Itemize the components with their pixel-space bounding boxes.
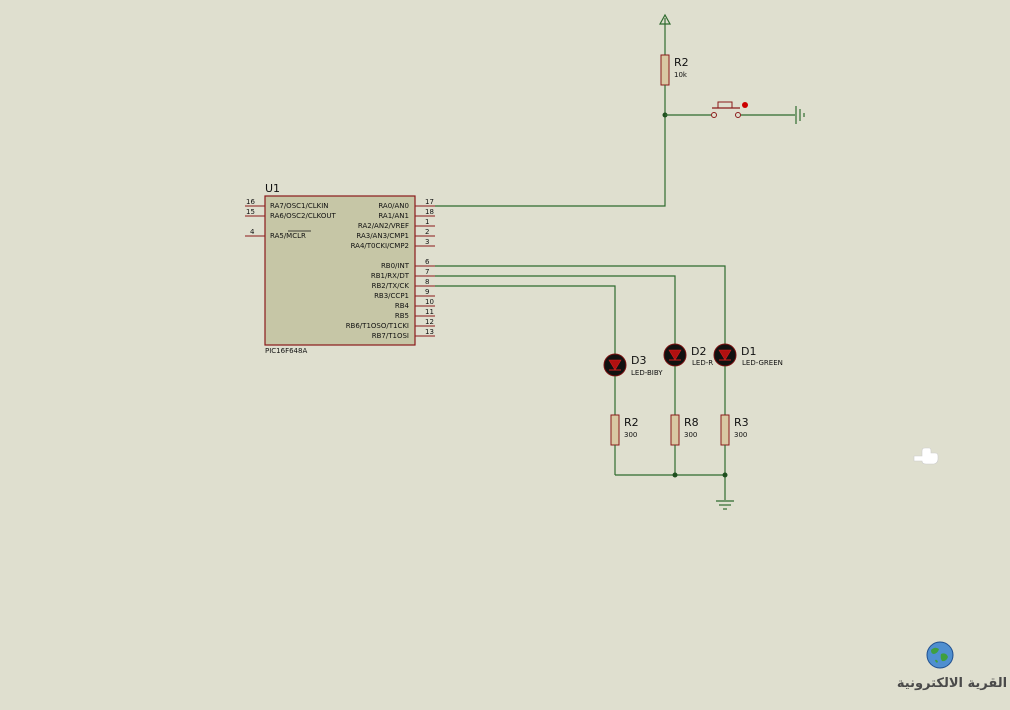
resistor-value: 300 — [684, 431, 697, 439]
pin-name: RA1/AN1 — [378, 212, 409, 220]
left-pin-15[interactable]: 15 RA6/OSC2/CLKOUT — [245, 208, 336, 220]
resistor-r2[interactable]: R2 300 — [610, 414, 639, 446]
globe-logo-icon — [926, 641, 954, 669]
pullup-value: 10k — [674, 71, 688, 79]
left-pin-4[interactable]: 4 RA5/MCLR — [245, 228, 311, 240]
resistor-value: 300 — [734, 431, 747, 439]
pin-number: 17 — [425, 198, 434, 206]
wire-ra0 — [435, 205, 666, 207]
pin-number: 13 — [425, 328, 434, 336]
resistor-r3[interactable]: R3 300 — [720, 414, 749, 446]
resistor-ref: R2 — [624, 416, 639, 429]
pin-name: RB1/RX/DT — [371, 272, 410, 280]
pin-name: RA4/T0CKI/CMP2 — [351, 242, 409, 250]
pin-number: 15 — [246, 208, 255, 216]
resistor-ref: R3 — [734, 416, 749, 429]
pin-name: RA5/MCLR — [270, 232, 306, 240]
led-d3[interactable]: D3 LED-BIBY — [603, 353, 663, 377]
pin-name: RB4 — [395, 302, 410, 310]
pin-number: 12 — [425, 318, 434, 326]
led-ref: D1 — [741, 345, 756, 358]
pin-number: 9 — [425, 288, 429, 296]
chip-part: PIC16F648A — [265, 347, 307, 355]
pin-number: 18 — [425, 208, 434, 216]
pin-number: 16 — [246, 198, 255, 206]
resistor-value: 300 — [624, 431, 637, 439]
pin-name: RB5 — [395, 312, 409, 320]
pin-number: 2 — [425, 228, 429, 236]
hand-cursor-icon — [913, 447, 939, 465]
pin-number: 4 — [250, 228, 255, 236]
right-pin-group: 17RA0/AN018RA1/AN11RA2/AN2/VREF2RA3/AN3/… — [346, 198, 435, 340]
pin-number: 7 — [425, 268, 429, 276]
wire-rb0-d1 — [435, 265, 726, 344]
led-ref: D2 — [691, 345, 706, 358]
pin-name: RB6/T1OSO/T1CKI — [346, 322, 409, 330]
pin-number: 10 — [425, 298, 434, 306]
pin-number: 11 — [425, 308, 434, 316]
pin-number: 8 — [425, 278, 429, 286]
led-ref: D3 — [631, 354, 646, 367]
power-terminal[interactable] — [658, 13, 672, 55]
left-pin-16[interactable]: 16 RA7/OSC1/CLKIN — [245, 198, 329, 210]
resistor-ref: R8 — [684, 416, 699, 429]
junction-dot — [722, 472, 728, 478]
push-button[interactable] — [665, 101, 795, 118]
pin-number: 6 — [425, 258, 430, 266]
pin-name: RB0/INT — [381, 262, 410, 270]
resistor-r8[interactable]: R8 300 — [670, 414, 699, 446]
pin-name: RB2/TX/CK — [372, 282, 410, 290]
chip-ref: U1 — [265, 182, 280, 195]
pullup-resistor[interactable]: R2 10k — [660, 54, 689, 86]
pin-name: RA0/AN0 — [378, 202, 409, 210]
pin-name: RB7/T1OSI — [372, 332, 409, 340]
pin-name: RA6/OSC2/CLKOUT — [270, 212, 336, 220]
ground-symbol-right — [795, 106, 805, 124]
led-d1[interactable]: D1 LED-GREEN — [713, 343, 783, 367]
pullup-ref: R2 — [674, 56, 689, 69]
led-model: LED-R — [692, 359, 713, 367]
led-model: LED-BIBY — [631, 369, 663, 377]
pin-name: RA7/OSC1/CLKIN — [270, 202, 329, 210]
wire-rb1-d2 — [435, 275, 676, 344]
button-indicator-dot — [742, 102, 748, 108]
pin-number: 1 — [425, 218, 429, 226]
ground-symbol-bottom — [716, 500, 734, 510]
pin-name: RA2/AN2/VREF — [358, 222, 409, 230]
microcontroller-u1[interactable]: U1 PIC16F648A 16 RA7/OSC1/CLKIN 15 RA6/O… — [245, 182, 435, 355]
wire-rb2-d3 — [435, 285, 616, 354]
pin-number: 3 — [425, 238, 429, 246]
watermark-text: القرية الالكترونية — [896, 676, 1008, 691]
led-model: LED-GREEN — [742, 359, 783, 367]
pin-name: RA3/AN3/CMP1 — [356, 232, 409, 240]
pin-name: RB3/CCP1 — [374, 292, 409, 300]
led-d2[interactable]: D2 LED-R — [663, 343, 713, 367]
junction-dot — [672, 472, 678, 478]
